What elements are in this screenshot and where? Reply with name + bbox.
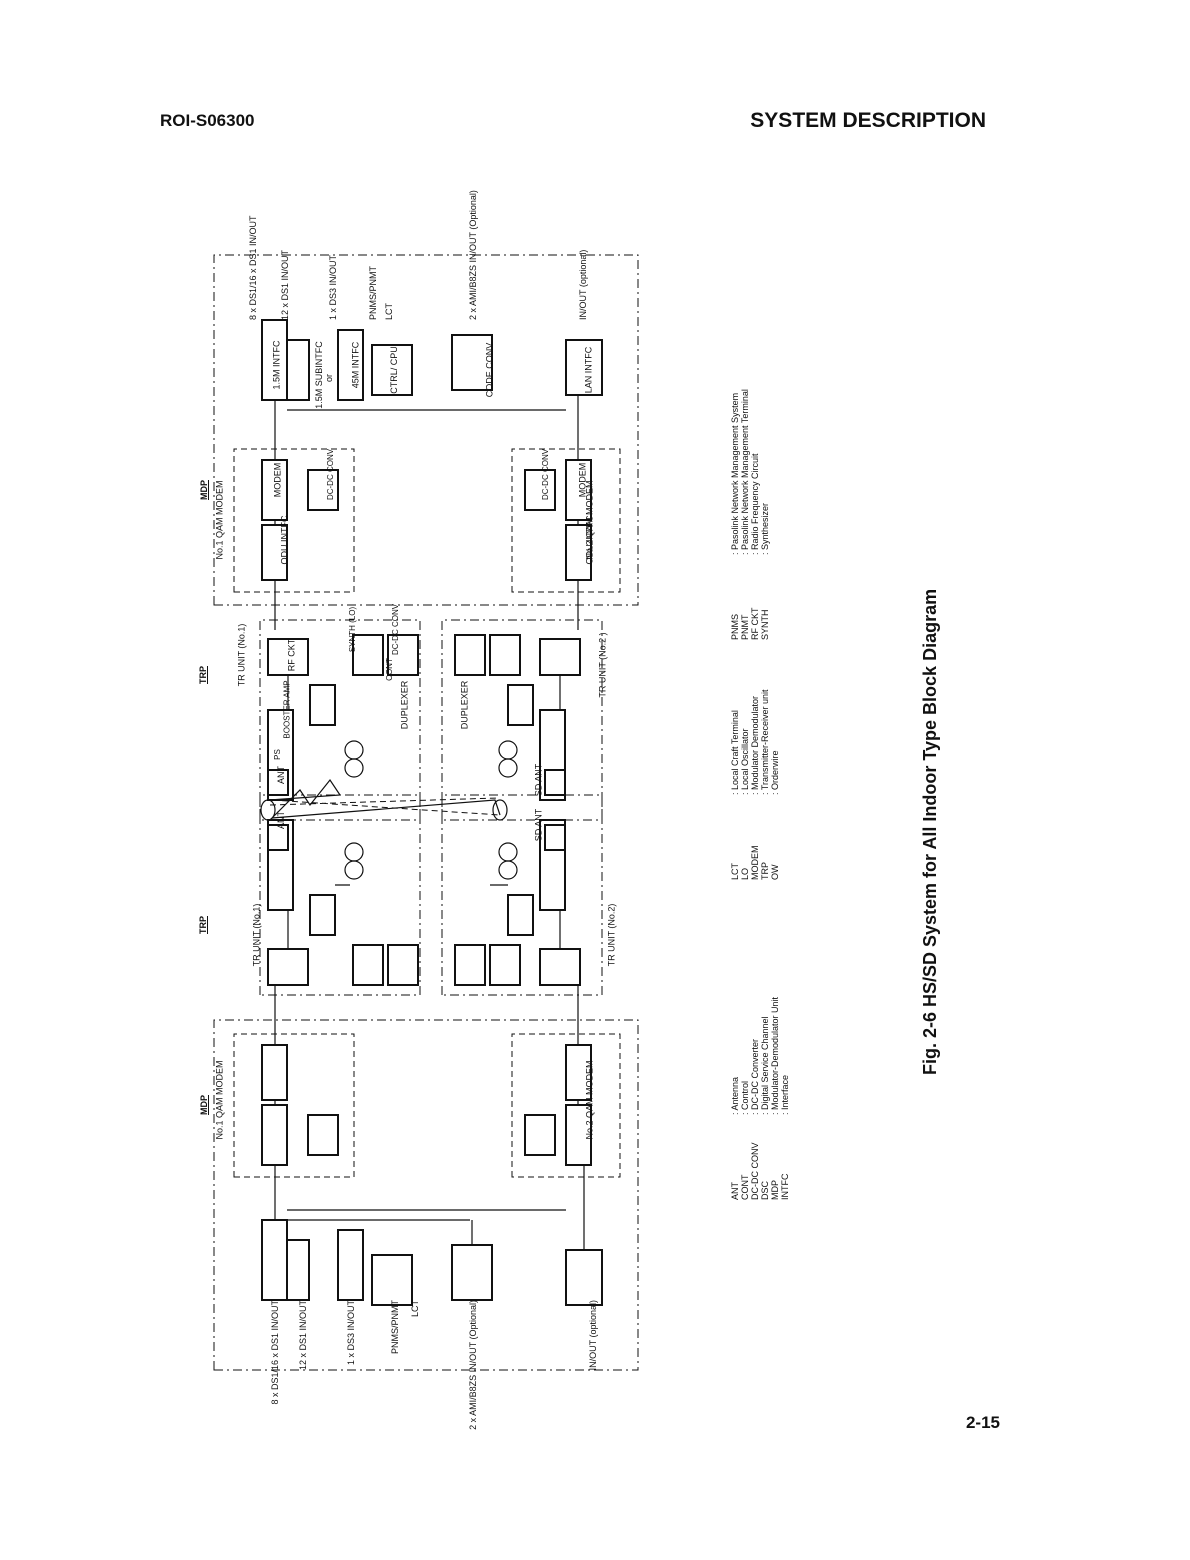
io-right-5: LCT: [384, 302, 394, 320]
block-label-rf-1-right: RF CKT: [286, 638, 297, 672]
legend: ANT: Antenna CONT: Control DC-DC CONV: D…: [730, 340, 820, 1240]
right-terminal: [261, 319, 603, 630]
document-id: ROI-S06300: [160, 111, 255, 130]
block-label-ps-1-right: PS: [272, 749, 282, 760]
block-label-1p5m-intfc-right: 1.5M INTFC: [271, 340, 282, 390]
qam-modem-2-right-box: [511, 448, 621, 593]
tr-unit-1-right-box: [259, 619, 421, 821]
block-label-duplexer-2-right: DUPLEXER: [459, 680, 470, 730]
block-label-synth-1-right: SYNTH (LO): [348, 606, 358, 653]
io-left-3: 1 x DS3 IN/OUT: [346, 1300, 356, 1366]
io-left-5: LCT: [410, 1300, 420, 1318]
sd-ant-label-left: SD ANT: [533, 808, 544, 842]
group-label-mdp-right: MDP: [199, 480, 209, 500]
page-number: 2-15: [965, 1413, 1000, 1432]
left-terminal: [261, 985, 603, 1306]
block-label-code-right: CODE CONV: [484, 342, 495, 398]
block-diagram: MDP TRP TRP MDP No.1 QAM MODEM No.1 QAM …: [190, 190, 990, 1430]
legend-col-1: ANT: Antenna CONT: Control DC-DC CONV: D…: [730, 996, 790, 1200]
modem-label-1-left: No.1 QAM MODEM: [214, 1060, 225, 1140]
block-label-booster-1-right: BOOSTER AMP: [282, 680, 292, 739]
block-label-45m-right: 45M INTFC: [350, 341, 361, 389]
tr-units-left: [267, 819, 581, 986]
modem-label-2-left: No.2 QAM MODEM: [584, 1060, 595, 1140]
legend-col-2: LCT: Local Craft Terminal LO: Local Osci…: [730, 689, 780, 880]
block-label-dcdc-3-right: DC-DC CONV: [391, 603, 401, 656]
io-right-1: 8 x DS1/16 x DS1 IN/OUT: [248, 215, 258, 320]
group-label-trp-right: TRP: [198, 666, 208, 684]
block-label-duplexer-1-right: DUPLEXER: [399, 680, 410, 730]
qam-modem-2-left-box: [511, 1033, 621, 1178]
ant-label-left: ANT: [276, 811, 286, 829]
tr-unit-2-right-box: [441, 619, 603, 821]
figure-caption: Fig. 2-6 HS/SD System for All Indoor Typ…: [920, 588, 940, 1075]
io-left-2: 12 x DS1 IN/OUT: [298, 1300, 308, 1371]
block-label-odu-1-right: ODU INTFC: [279, 515, 290, 565]
tr-unit-label-1-left: TR UNIT (No.1): [251, 903, 262, 967]
block-label-dcdc-1-right: DC-DC CONV: [326, 448, 336, 501]
qam-modem-1-right-box: [233, 448, 355, 593]
sd-ant-label-right: SD ANT: [533, 763, 544, 797]
qam-modem-1-left-box: [233, 1033, 355, 1178]
legend-col-3: PNMS: Pasolink Network Management System…: [730, 389, 770, 640]
io-right-6: 2 x AMI/B8ZS IN/OUT (Optional): [468, 190, 478, 320]
block-label-subintfc-right: 1.5M SUBINTFC: [313, 341, 324, 409]
group-label-mdp-left: MDP: [199, 1095, 209, 1115]
block-label-ctrl-right: CTRL/ CPU: [388, 346, 399, 394]
section-title: SYSTEM DESCRIPTION: [750, 109, 986, 132]
block-label-cont-1-right: CONT: [384, 658, 394, 681]
block-label-modem-1-right: MODEM: [272, 462, 283, 498]
io-right-2: 12 x DS1 IN/OUT: [280, 249, 290, 320]
tr-unit-label-1-right: TR UNIT (No.1): [236, 623, 247, 687]
antenna-paths: [260, 778, 508, 821]
ant-label-right: ANT: [276, 766, 286, 784]
group-label-trp-left: TRP: [198, 916, 208, 934]
block-label-lan-right: LAN INTFC: [583, 346, 594, 394]
io-left-4: PNMS/PNMT: [390, 1300, 400, 1354]
tr-unit-2-left-box: [441, 794, 603, 996]
block-label-or-right: or: [324, 373, 335, 383]
tr-units-right: [267, 634, 581, 801]
block-label-dcdc-2-right: DC-DC CONV: [541, 448, 551, 501]
block-label-odu-2-right: ODU INTFC: [584, 515, 595, 565]
tr-unit-label-2-left: TR UNIT (No.2): [606, 903, 617, 967]
tr-unit-label-2-right: TR UNIT (No.2 ): [597, 632, 608, 698]
mdp-boundary-left: [213, 1019, 639, 1371]
io-right-4: PNMS/PNMT: [368, 266, 378, 320]
io-right-7: IN/OUT (optional): [578, 249, 588, 320]
io-right-3: 1 x DS3 IN/OUT: [328, 254, 338, 320]
io-left-7: IN/OUT (optional): [588, 1300, 598, 1371]
io-left-1: 8 x DS1/16 x DS1 IN/OUT: [270, 1300, 280, 1405]
block-label-modem-2-right: MODEM: [577, 462, 588, 498]
io-left-6: 2 x AMI/B8ZS IN/OUT (Optional): [468, 1300, 478, 1430]
modem-label-1-right: No.1 QAM MODEM: [214, 480, 225, 560]
mdp-boundary-right: [213, 254, 639, 606]
